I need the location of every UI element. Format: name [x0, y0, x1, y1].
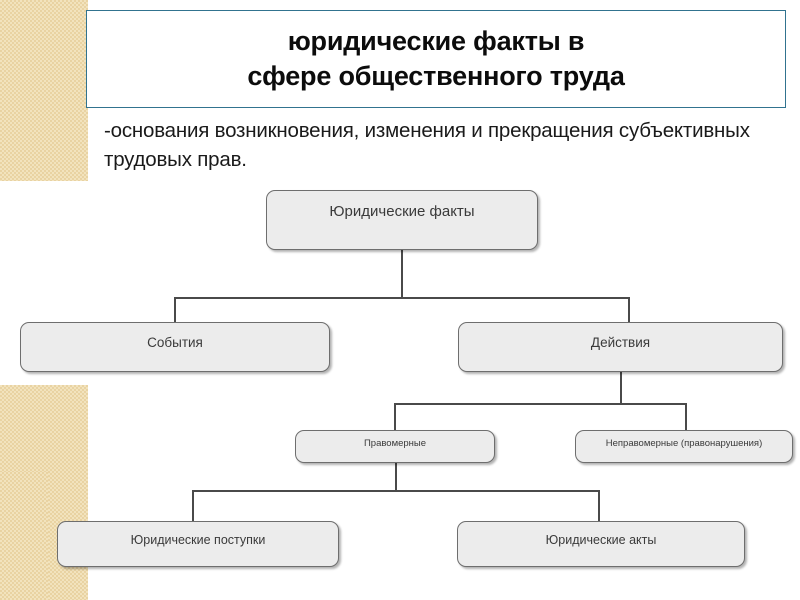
connector-actions-stem — [620, 372, 622, 404]
connector-lawful-stem — [395, 463, 397, 491]
diagram-node-legal-acts[interactable]: Юридические акты — [457, 521, 745, 567]
diagram-node-lawful-label: Правомерные — [363, 438, 427, 449]
connector-root-to-events — [174, 297, 176, 323]
connector-lawful-bus — [192, 490, 600, 492]
diagram-node-unlawful-label: Неправомерные (правонарушения) — [605, 438, 763, 449]
connector-lawful-to-acts — [598, 490, 600, 522]
slide-body-text: -основания возникновения, изменения и пр… — [104, 119, 750, 172]
slide-title: юридические факты в сфере общественного … — [247, 26, 625, 91]
connector-actions-bus — [394, 403, 687, 405]
diagram-node-legal-deeds-label: Юридические поступки — [130, 533, 266, 547]
slide-title-box: юридические факты в сфере общественного … — [86, 10, 786, 108]
decorative-beige-panel-lower — [0, 472, 48, 600]
connector-root-bus — [174, 297, 629, 299]
diagram-node-events[interactable]: События — [20, 322, 330, 372]
decorative-beige-panel-top — [0, 0, 88, 181]
connector-lawful-to-deeds — [192, 490, 194, 522]
diagram-node-actions[interactable]: Действия — [458, 322, 783, 372]
diagram-node-root[interactable]: Юридические факты — [266, 190, 538, 250]
diagram-node-legal-deeds[interactable]: Юридические поступки — [57, 521, 339, 567]
diagram-node-legal-acts-label: Юридические акты — [545, 533, 657, 547]
diagram-node-root-label: Юридические факты — [329, 203, 475, 220]
diagram-node-events-label: События — [147, 335, 203, 350]
connector-root-stem — [401, 250, 403, 298]
connector-actions-to-unlawful — [685, 403, 687, 431]
diagram-node-actions-label: Действия — [590, 335, 651, 350]
diagram-node-lawful[interactable]: Правомерные — [295, 430, 495, 463]
connector-root-to-actions — [628, 297, 630, 323]
diagram-node-unlawful[interactable]: Неправомерные (правонарушения) — [575, 430, 793, 463]
connector-actions-to-lawful — [394, 403, 396, 431]
